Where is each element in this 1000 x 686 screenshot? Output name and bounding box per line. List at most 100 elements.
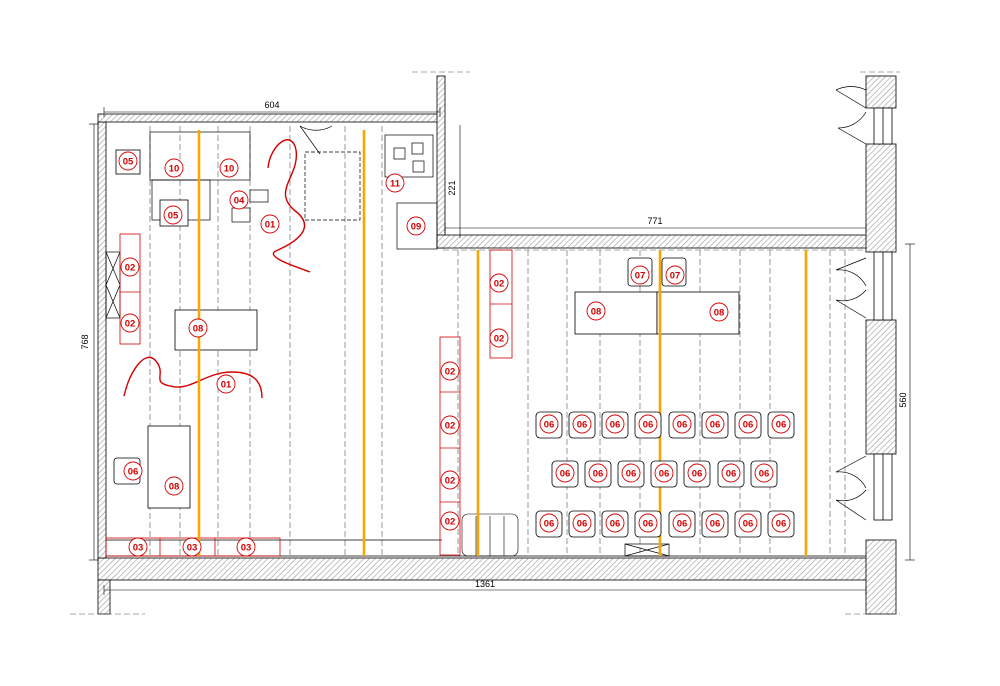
table-center-left [174, 309, 258, 351]
tag-circle [638, 414, 658, 434]
tag-label: 06 [726, 468, 737, 479]
tag-circle [229, 190, 249, 210]
tag-circle [654, 463, 674, 483]
tag-label: 06 [776, 419, 787, 430]
tag-circle [771, 513, 791, 533]
tag-label: 06 [710, 419, 721, 430]
tag-circle [440, 511, 460, 531]
tag-circle [630, 265, 650, 285]
tag-06: 06 [123, 461, 143, 481]
tag-circle [118, 151, 138, 171]
walls [97, 75, 897, 615]
tag-06: 06 [588, 463, 608, 483]
curtain-lower [123, 356, 263, 399]
tag-label: 02 [494, 278, 505, 289]
tag-11: 11 [385, 173, 405, 193]
tag-label: 06 [743, 518, 754, 529]
tag-circle [236, 537, 256, 557]
tag-label: 06 [593, 468, 604, 479]
wall-right-top-pier [865, 75, 897, 109]
tag-label: 09 [411, 221, 422, 232]
wall-right-upper [865, 143, 897, 253]
tag-circle [672, 414, 692, 434]
tag-03: 03 [182, 537, 202, 557]
tag-circle [163, 205, 183, 225]
tag-06: 06 [605, 414, 625, 434]
tag-08: 08 [164, 476, 184, 496]
tag-06: 06 [687, 463, 707, 483]
tag-02: 02 [440, 415, 460, 435]
tag-06: 06 [672, 513, 692, 533]
wall-right-room-top [436, 234, 871, 249]
table-lower-left [147, 425, 191, 509]
tag-circle [216, 374, 236, 394]
tag-circle [440, 415, 460, 435]
stair-mark [624, 543, 670, 557]
tag-label: 08 [193, 323, 204, 334]
tag-label: 06 [610, 518, 621, 529]
tag-06: 06 [721, 463, 741, 483]
tag-label: 06 [577, 419, 588, 430]
tag-circle [555, 463, 575, 483]
tag-circle [721, 463, 741, 483]
tag-label: 02 [445, 366, 456, 377]
tag-circle [638, 513, 658, 533]
tag-06: 06 [738, 414, 758, 434]
tag-08: 08 [188, 318, 208, 338]
tag-06: 06 [771, 513, 791, 533]
door-swing-top-b [837, 111, 867, 145]
door-swing-mid-a [835, 257, 867, 287]
door-swing-left-room [299, 125, 333, 155]
tag-circle [260, 214, 280, 234]
wall-left [97, 121, 107, 559]
tag-circle [128, 537, 148, 557]
tag-label: 06 [577, 518, 588, 529]
tag-06: 06 [705, 513, 725, 533]
tag-circle [665, 265, 685, 285]
tag-07: 07 [630, 265, 650, 285]
tag-10: 10 [219, 158, 239, 178]
box-09 [396, 202, 438, 250]
tag-08: 08 [709, 302, 729, 322]
tag-circle [123, 461, 143, 481]
tag-label: 03 [187, 542, 198, 553]
tag-circle [586, 301, 606, 321]
tag-label: 01 [265, 219, 276, 230]
dimension-lines [89, 107, 915, 595]
tag-02: 02 [120, 313, 140, 333]
tag-label: 06 [677, 518, 688, 529]
wall-left-stub [97, 579, 111, 615]
tag-02: 02 [440, 470, 460, 490]
tag-06: 06 [605, 513, 625, 533]
tag-label: 06 [610, 419, 621, 430]
tag-06: 06 [572, 513, 592, 533]
tag-label: 07 [670, 270, 681, 281]
tag-circle [188, 318, 208, 338]
panel-left [105, 251, 121, 319]
tag-06: 06 [754, 463, 774, 483]
tag-05: 05 [118, 151, 138, 171]
tag-label: 06 [544, 518, 555, 529]
tag-label: 03 [241, 542, 252, 553]
tag-circle [705, 414, 725, 434]
tag-02: 02 [489, 328, 509, 348]
furniture [105, 233, 513, 557]
tag-circle [539, 513, 559, 533]
tag-label: 06 [128, 466, 139, 477]
tag-06: 06 [654, 463, 674, 483]
tag-04: 04 [229, 190, 249, 210]
tag-circle [588, 463, 608, 483]
tag-label: 02 [445, 420, 456, 431]
tag-circle [709, 302, 729, 322]
dim-top-left-width: 604 [264, 100, 279, 110]
tag-03: 03 [128, 537, 148, 557]
rack-left [119, 233, 141, 345]
tag-06: 06 [555, 463, 575, 483]
tag-label: 08 [169, 481, 180, 492]
tag-label: 06 [560, 468, 571, 479]
tables [113, 149, 740, 509]
windows [873, 107, 893, 521]
tag-label: 08 [591, 306, 602, 317]
tag-label: 02 [494, 333, 505, 344]
